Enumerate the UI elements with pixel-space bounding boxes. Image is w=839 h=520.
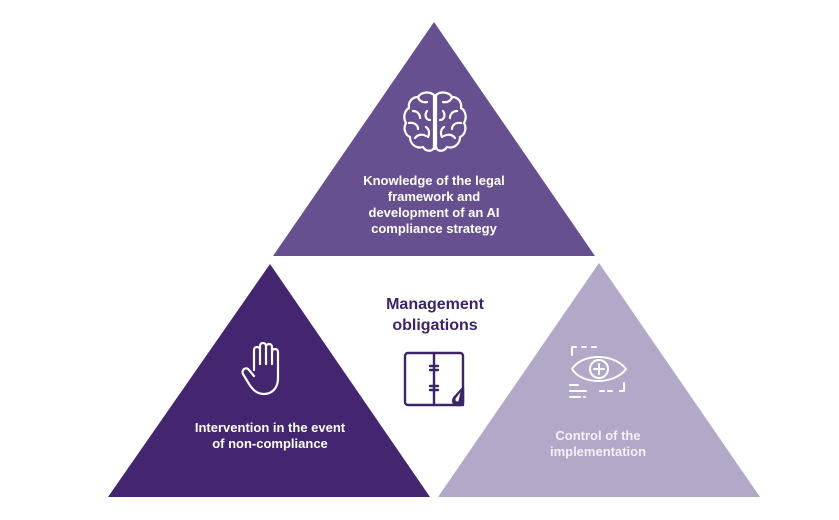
brain-icon (403, 91, 467, 152)
label-line: development of an AI (368, 205, 500, 220)
binder-notebook-icon (403, 351, 465, 407)
label-legal-framework: Knowledge of the legal framework and dev… (334, 173, 534, 237)
label-intervention: Intervention in the event of non-complia… (170, 420, 370, 452)
center-title: Management obligations (350, 294, 520, 336)
triangle-intervention (108, 264, 430, 497)
label-line: framework and (387, 189, 481, 204)
label-control: Control of the implementation (498, 428, 698, 460)
label-line: Knowledge of the legal (363, 173, 505, 188)
center-title-line: obligations (392, 317, 478, 334)
label-line: Intervention in the event (194, 420, 346, 435)
label-line: of non-compliance (212, 436, 328, 451)
hand-stop-icon (241, 341, 280, 396)
label-line: Control of the (555, 428, 641, 443)
label-line: implementation (549, 444, 647, 459)
label-line: compliance strategy (371, 221, 497, 236)
center-title-line: Management (386, 296, 484, 313)
eye-inspect-icon (569, 346, 627, 398)
